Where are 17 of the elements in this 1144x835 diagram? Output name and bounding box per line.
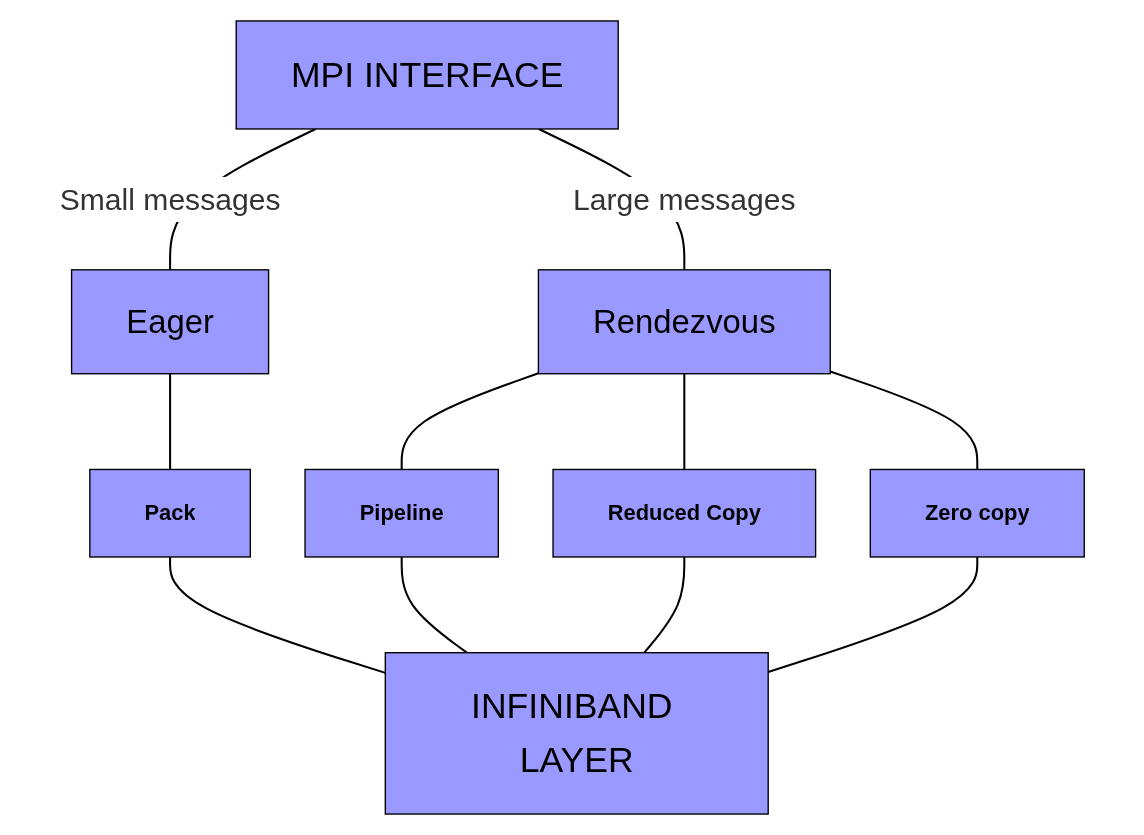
node-box: Eager [70, 269, 270, 375]
connector [169, 373, 172, 470]
node-box: Pack [89, 468, 251, 558]
node-box: INFINIBAND LAYER [384, 652, 769, 815]
node-box: Reduced Copy [552, 468, 817, 558]
connector [400, 372, 539, 470]
connector [829, 370, 979, 470]
connector [169, 557, 386, 674]
node-box: MPI INTERFACE [235, 20, 619, 130]
edge-label: Small messages [59, 182, 281, 217]
edge-label: Large messages [573, 182, 796, 217]
node-box: Pipeline [304, 468, 499, 558]
node-box: Zero copy [869, 468, 1085, 558]
connector [643, 557, 686, 654]
connector [683, 373, 686, 470]
node-box: Rendezvous [537, 269, 831, 375]
connector [400, 557, 468, 654]
